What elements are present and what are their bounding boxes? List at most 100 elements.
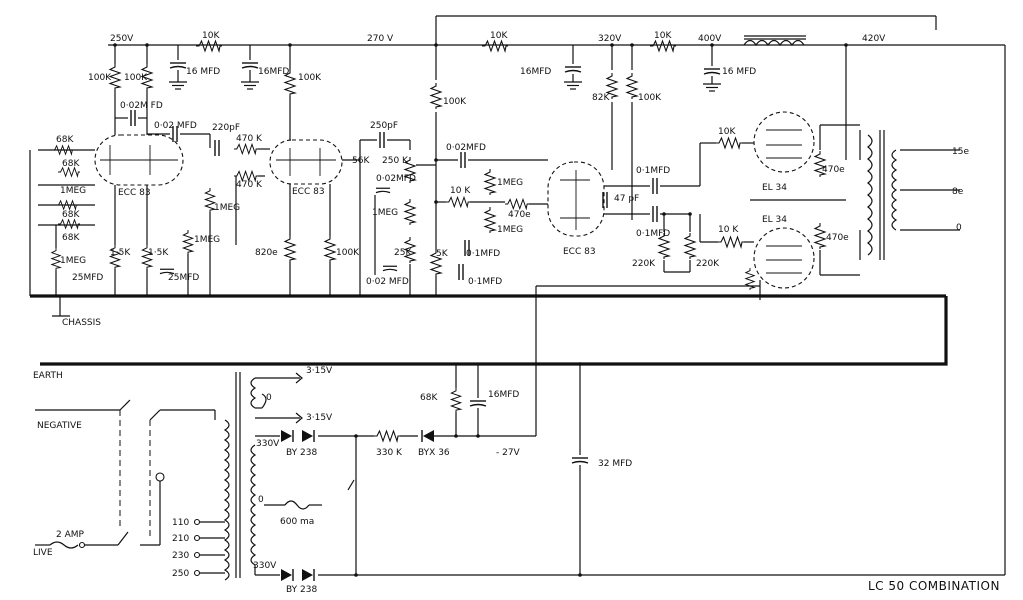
- component-label: 250pF: [370, 121, 398, 131]
- component-label: 16MFD: [520, 67, 551, 77]
- component-label: 25K: [394, 248, 412, 258]
- schematic-title: LC 50 COMBINATION: [868, 579, 1000, 593]
- rail-label: 270 V: [367, 34, 394, 44]
- component-label: 1MEG: [372, 208, 398, 218]
- diode-label: BY 238: [286, 448, 317, 458]
- heater-label: 0: [266, 393, 272, 403]
- component-label: 250 K: [382, 156, 409, 166]
- stage2-labels: 100K 820e 100K 250pF 56K 250 K 0·02MFD 1…: [255, 73, 416, 287]
- rail-label: 250V: [110, 34, 134, 44]
- component-label: 1MEG: [497, 225, 523, 235]
- component-label: 0·1MFD: [466, 249, 500, 259]
- component-label: 220pF: [212, 123, 240, 133]
- component-label: 16MFD: [488, 390, 519, 400]
- diode-label: BY 238: [286, 585, 317, 595]
- speaker-tap-label: 0: [956, 223, 962, 233]
- rail-label: 420V: [862, 34, 886, 44]
- component-label: 68K: [420, 393, 438, 403]
- power-labels: EARTH NEGATIVE LIVE 2 AMP 110 210 230 25…: [33, 366, 632, 595]
- output-stage: [699, 125, 898, 291]
- tube-labels: ECC 83 ECC 83 ECC 83 EL 34 EL 34: [118, 183, 787, 257]
- tube-label: ECC 83: [292, 187, 325, 197]
- component-label: 0·02 MFD: [366, 277, 409, 287]
- current-label: 600 ma: [280, 517, 314, 527]
- tube-label: ECC 83: [563, 247, 596, 257]
- component-label: 470e: [822, 165, 845, 175]
- component-label: 1·5K: [110, 248, 131, 258]
- tap-label: 250: [172, 569, 189, 579]
- component-label: 68K: [62, 210, 80, 220]
- component-label: 10K: [654, 31, 672, 41]
- component-label: 68K: [56, 135, 74, 145]
- tube-label: EL 34: [762, 215, 787, 225]
- component-label: 68K: [62, 159, 80, 169]
- preamp-labels: 100K 100K 0·02M FD 0·02 MFD 220pF 470 K …: [88, 31, 289, 283]
- component-label: 10K: [202, 31, 220, 41]
- component-label: 56K: [352, 156, 370, 166]
- component-label: 100K: [336, 248, 360, 258]
- component-label: 16MFD: [258, 67, 289, 77]
- phase-labels: 100K 10K 16MFD 0·02MFD 1MEG 10 K 470e 1M…: [436, 31, 756, 287]
- ht-label: 0: [258, 495, 264, 505]
- component-label: 820e: [255, 248, 278, 258]
- component-label: 1·5K: [148, 248, 169, 258]
- component-label: 470 K: [236, 180, 263, 190]
- component-label: 5K: [436, 249, 449, 259]
- phase-inverter-components: [430, 35, 806, 296]
- component-label: 0·1MFD: [636, 166, 670, 176]
- rail-labels: 250V 270 V 320V 400V 420V: [110, 34, 886, 44]
- component-label: 10K: [718, 127, 736, 137]
- heater-label: 3·15V: [306, 413, 333, 423]
- component-label: 220K: [696, 259, 720, 269]
- speaker-tap-label: 15e: [952, 147, 969, 157]
- component-label: 25MFD: [72, 273, 103, 283]
- component-label: 330 K: [376, 448, 403, 458]
- component-label: 10 K: [718, 225, 739, 235]
- input-labels: 68K 68K 1MEG 68K 68K 1MEG 25MFD CHASSIS: [56, 135, 103, 328]
- rail-label: 400V: [698, 34, 722, 44]
- speaker-tap-label: 8e: [952, 187, 964, 197]
- component-label: 100K: [638, 93, 662, 103]
- component-label: 220K: [632, 259, 656, 269]
- earth-label: EARTH: [33, 371, 63, 381]
- component-label: 16 MFD: [186, 67, 220, 77]
- stage2-components: [284, 45, 436, 296]
- rail-label: 320V: [598, 34, 622, 44]
- component-label: 100K: [88, 73, 112, 83]
- tubes: [94, 111, 815, 289]
- component-label: 1MEG: [194, 235, 220, 245]
- live-label: LIVE: [33, 548, 53, 558]
- wiring: [29, 15, 1006, 575]
- ht-label: 330V: [253, 561, 277, 571]
- component-label: 10K: [490, 31, 508, 41]
- ht-label: 330V: [256, 439, 280, 449]
- fuse-label: 2 AMP: [56, 530, 85, 540]
- heater-label: 3·15V: [306, 366, 333, 376]
- component-label: 470e: [826, 233, 849, 243]
- component-label: 470e: [508, 210, 531, 220]
- component-label: 16 MFD: [722, 67, 756, 77]
- tap-label: 230: [172, 551, 189, 561]
- power-supply: [35, 364, 1005, 582]
- component-label: 0·02M FD: [120, 101, 163, 111]
- component-label: 0·1MFD: [636, 229, 670, 239]
- component-label: 100K: [443, 97, 467, 107]
- tap-label: 210: [172, 534, 189, 544]
- tap-label: 110: [172, 518, 189, 528]
- chassis-label: CHASSIS: [62, 318, 101, 328]
- component-label: 100K: [298, 73, 322, 83]
- component-label: 1MEG: [60, 186, 86, 196]
- output-labels: 10K 470e 470e 10 K 15e 8e 0: [718, 127, 969, 243]
- component-label: 47 pF: [614, 194, 639, 204]
- negative-label: NEGATIVE: [37, 421, 82, 431]
- tube-label: ECC 83: [118, 188, 151, 198]
- component-label: 1MEG: [60, 256, 86, 266]
- tube-label: EL 34: [762, 183, 787, 193]
- junction-dots: [113, 43, 848, 577]
- component-label: 32 MFD: [598, 459, 632, 469]
- component-label: 1MEG: [214, 203, 240, 213]
- component-label: 470 K: [236, 134, 263, 144]
- bias-voltage-label: - 27V: [496, 448, 521, 458]
- preamp-components: [38, 40, 270, 296]
